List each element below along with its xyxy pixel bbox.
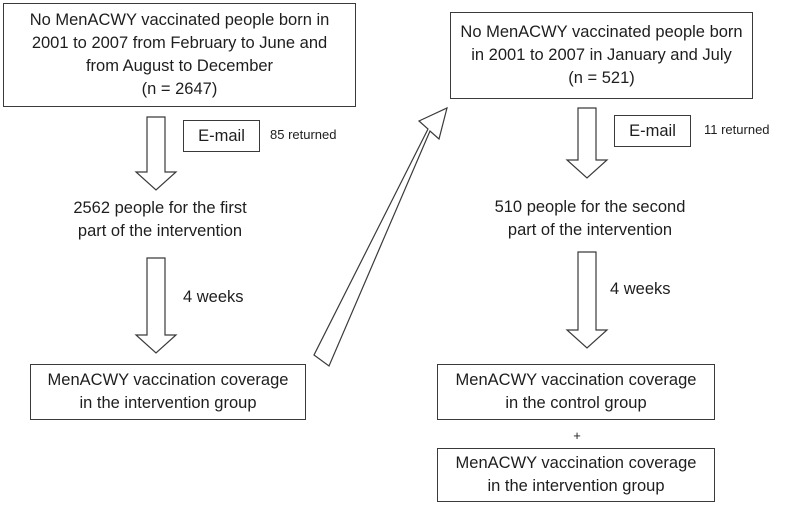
result-box-intervention: MenACWY vaccination coverage in the inte…	[437, 448, 715, 502]
box-line: 2001 to 2007 from February to June and	[31, 34, 328, 52]
source-box-right: No MenACWY vaccinated people born in 200…	[450, 12, 753, 99]
result-box-control: MenACWY vaccination coverage in the cont…	[437, 364, 715, 420]
weeks-label-left: 4 weeks	[183, 288, 244, 306]
mid-line: part of the intervention	[77, 222, 243, 240]
arrow-diagonal	[313, 106, 448, 367]
email-label: E-mail	[629, 121, 676, 140]
mid-text-right: 510 people for the second part of the in…	[460, 196, 720, 242]
weeks-label-right: 4 weeks	[610, 280, 671, 298]
mid-line: 510 people for the second	[494, 198, 686, 216]
box-line: No MenACWY vaccinated people born in	[29, 11, 330, 29]
box-line: MenACWY vaccination coverage	[47, 371, 289, 389]
email-box-left: E-mail	[183, 120, 260, 152]
box-line: in the intervention group	[487, 477, 665, 495]
plus-sign: +	[573, 428, 581, 443]
result-box-left: MenACWY vaccination coverage in the inte…	[30, 364, 306, 420]
email-box-right: E-mail	[614, 115, 691, 147]
mid-text-left: 2562 people for the first part of the in…	[30, 197, 290, 243]
source-box-left: No MenACWY vaccinated people born in 200…	[3, 3, 356, 107]
mid-line: 2562 people for the first	[73, 199, 247, 217]
arrow-down-4	[565, 251, 609, 349]
email-label: E-mail	[198, 126, 245, 145]
box-line: in 2001 to 2007 in January and July	[471, 46, 732, 64]
box-line: in the intervention group	[79, 394, 257, 412]
box-line: in the control group	[505, 394, 647, 412]
box-line: MenACWY vaccination coverage	[455, 371, 697, 389]
box-line: No MenACWY vaccinated people born	[460, 23, 743, 41]
arrow-down-2	[134, 257, 178, 354]
box-line: (n = 521)	[568, 69, 635, 87]
returned-label-left: 85 returned	[270, 127, 337, 142]
returned-label-right: 11 returned	[704, 122, 770, 137]
arrow-down-3	[565, 107, 609, 179]
box-line: from August to December	[85, 57, 274, 75]
box-line: MenACWY vaccination coverage	[455, 454, 697, 472]
arrow-down-1	[134, 116, 178, 191]
mid-line: part of the intervention	[507, 221, 673, 239]
box-line: (n = 2647)	[141, 80, 218, 98]
